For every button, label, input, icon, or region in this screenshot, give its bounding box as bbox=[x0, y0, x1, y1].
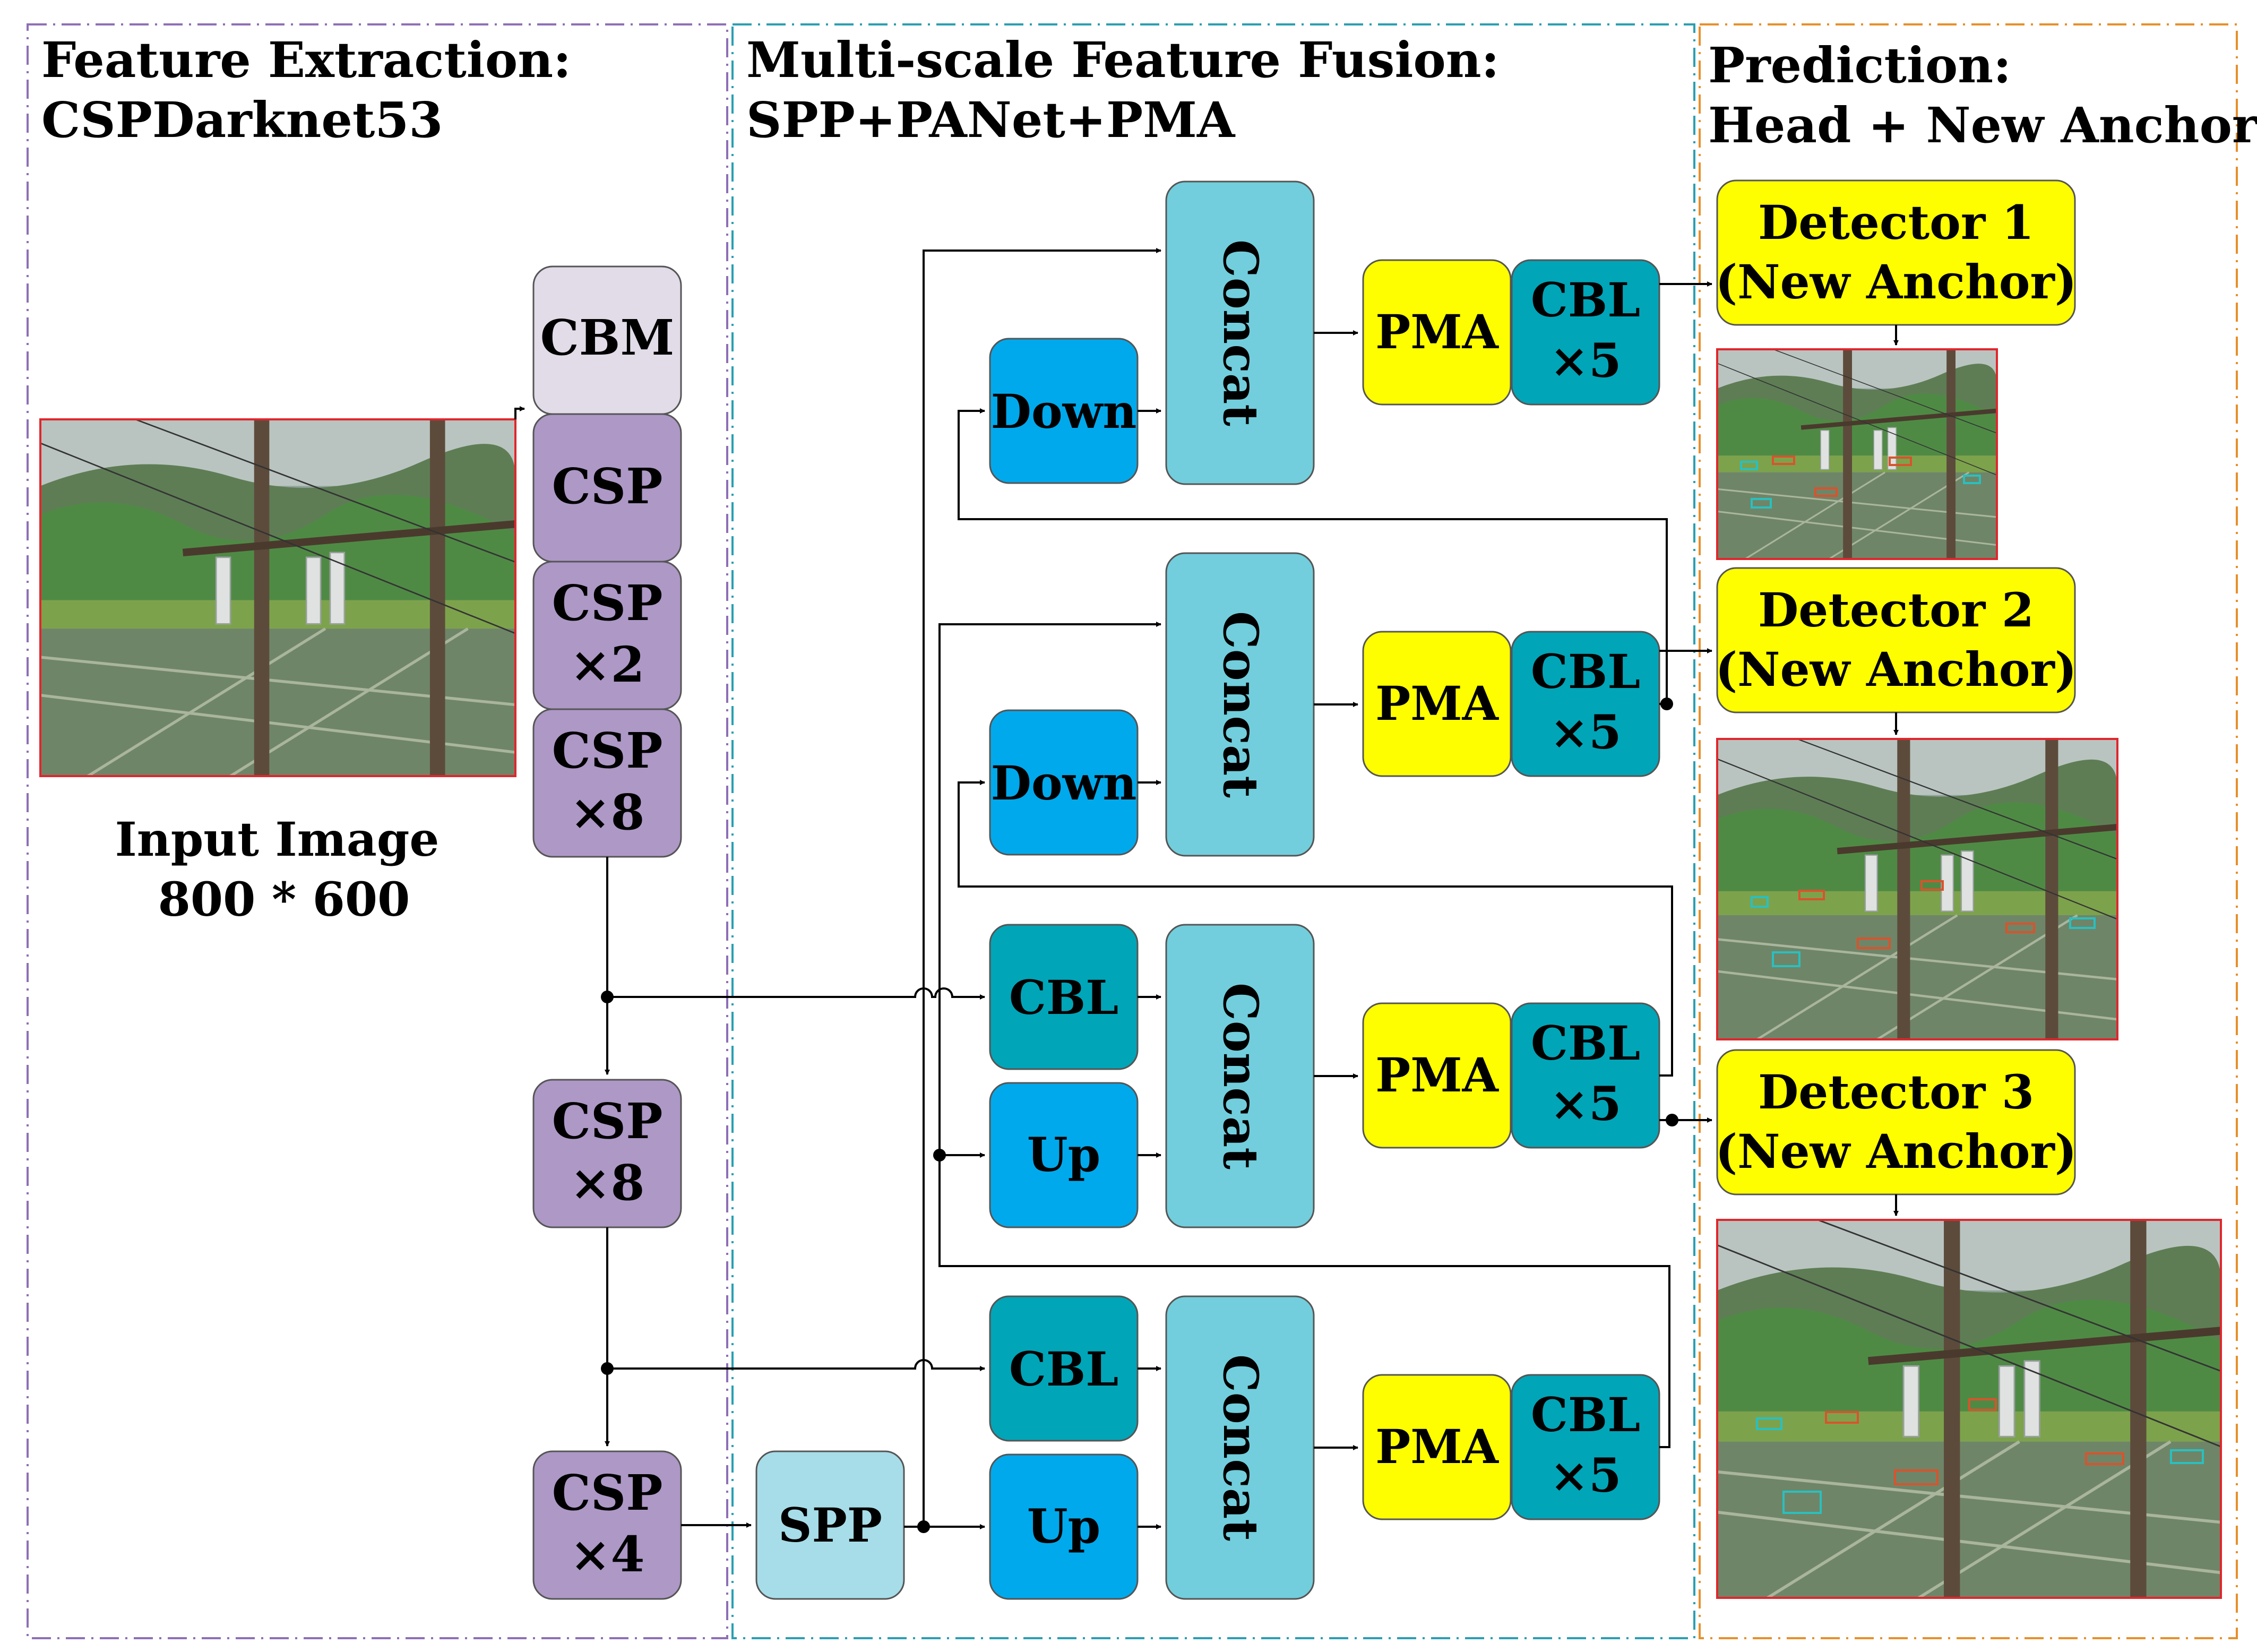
svg-text:×8: ×8 bbox=[570, 1154, 644, 1211]
input-image-size: 800 * 600 bbox=[158, 872, 410, 927]
svg-text:×5: ×5 bbox=[1550, 333, 1622, 388]
detector-3: Detector 3 (New Anchor) bbox=[1716, 1049, 2077, 1195]
csp-x2-block: CSP ×2 bbox=[532, 561, 682, 710]
svg-text:CSP: CSP bbox=[552, 1092, 663, 1150]
svg-text:×2: ×2 bbox=[570, 636, 644, 693]
svg-text:(New Anchor): (New Anchor) bbox=[1716, 642, 2077, 697]
detection-result-image-1 bbox=[1716, 348, 1998, 560]
svg-text:Down: Down bbox=[991, 755, 1137, 811]
feature-extraction-subtitle: CSPDarknet53 bbox=[41, 91, 443, 149]
svg-text:CBL: CBL bbox=[1531, 272, 1640, 328]
svg-text:Concat: Concat bbox=[1212, 1354, 1269, 1541]
csp-block: CSP bbox=[532, 413, 682, 563]
svg-text:Concat: Concat bbox=[1212, 983, 1269, 1169]
detection-result-image-3 bbox=[1716, 1219, 2222, 1599]
prediction-subtitle: Head + New Anchor bbox=[1708, 97, 2257, 154]
input-image-label: Input Image bbox=[115, 812, 440, 867]
fusion-title: Multi-scale Feature Fusion: bbox=[746, 31, 1500, 89]
svg-text:Up: Up bbox=[1027, 1127, 1100, 1182]
svg-text:SPP: SPP bbox=[778, 1498, 882, 1553]
pma-block-1: PMA bbox=[1362, 259, 1512, 406]
svg-text:Concat: Concat bbox=[1212, 239, 1269, 426]
detector-1: Detector 1 (New Anchor) bbox=[1716, 179, 2077, 326]
input-image bbox=[39, 418, 516, 777]
pma-block-4: PMA bbox=[1362, 1374, 1512, 1520]
svg-text:PMA: PMA bbox=[1375, 1047, 1500, 1103]
svg-text:Concat: Concat bbox=[1212, 611, 1269, 798]
svg-text:CBL: CBL bbox=[1009, 970, 1118, 1025]
concat-block-4: Concat bbox=[1165, 1295, 1315, 1600]
up-block-3: Up bbox=[989, 1082, 1139, 1228]
csp-x8-block-1: CSP ×8 bbox=[532, 708, 682, 858]
svg-text:×8: ×8 bbox=[570, 784, 644, 841]
csp-x8-block-2: CSP ×8 bbox=[532, 1079, 682, 1228]
cbl-block-3: CBL bbox=[989, 924, 1139, 1070]
cbl-x5-block-1: CBL ×5 bbox=[1511, 259, 1660, 406]
svg-text:CBM: CBM bbox=[540, 309, 675, 366]
feature-extraction-title: Feature Extraction: bbox=[41, 31, 571, 89]
cbl-x5-block-3: CBL ×5 bbox=[1511, 1002, 1660, 1149]
svg-text:Detector 2: Detector 2 bbox=[1758, 582, 2034, 638]
svg-text:CSP: CSP bbox=[552, 722, 663, 779]
svg-text:(New Anchor): (New Anchor) bbox=[1716, 1124, 2077, 1179]
svg-text:CBL: CBL bbox=[1531, 1387, 1640, 1442]
svg-text:PMA: PMA bbox=[1375, 304, 1500, 359]
junction-dots bbox=[601, 698, 1678, 1533]
cbl-x5-block-2: CBL ×5 bbox=[1511, 631, 1660, 777]
svg-text:CBL: CBL bbox=[1531, 644, 1640, 699]
svg-text:CSP: CSP bbox=[552, 458, 663, 515]
svg-text:Detector 1: Detector 1 bbox=[1758, 195, 2034, 250]
svg-text:Up: Up bbox=[1027, 1499, 1100, 1554]
detector-2: Detector 2 (New Anchor) bbox=[1716, 567, 2077, 713]
svg-text:Down: Down bbox=[991, 384, 1137, 439]
pma-block-3: PMA bbox=[1362, 1002, 1512, 1149]
cbl-x5-block-4: CBL ×5 bbox=[1511, 1374, 1660, 1520]
svg-text:CSP: CSP bbox=[552, 1464, 663, 1521]
pma-block-2: PMA bbox=[1362, 631, 1512, 777]
concat-block-3: Concat bbox=[1165, 924, 1315, 1228]
cbl-block-4: CBL bbox=[989, 1295, 1139, 1442]
cbm-block: CBM bbox=[532, 265, 682, 415]
svg-text:CBL: CBL bbox=[1531, 1016, 1640, 1071]
detection-result-image-2 bbox=[1716, 738, 2118, 1040]
backbone-frame bbox=[27, 23, 728, 1639]
svg-text:×5: ×5 bbox=[1550, 1448, 1622, 1503]
svg-text:×5: ×5 bbox=[1550, 1076, 1622, 1131]
svg-text:CBL: CBL bbox=[1009, 1341, 1118, 1397]
svg-text:PMA: PMA bbox=[1375, 676, 1500, 731]
prediction-title: Prediction: bbox=[1708, 37, 2011, 94]
concat-block-1: Concat bbox=[1165, 180, 1315, 485]
down-block-1: Down bbox=[989, 338, 1139, 484]
up-block-4: Up bbox=[989, 1453, 1139, 1600]
svg-text:Detector 3: Detector 3 bbox=[1758, 1064, 2034, 1120]
prediction-frame bbox=[1699, 23, 2238, 1639]
svg-text:×4: ×4 bbox=[570, 1526, 644, 1583]
svg-text:(New Anchor): (New Anchor) bbox=[1716, 254, 2077, 309]
concat-block-2: Concat bbox=[1165, 552, 1315, 857]
fusion-frame bbox=[731, 23, 1695, 1639]
down-block-2: Down bbox=[989, 709, 1139, 856]
fusion-subtitle: SPP+PANet+PMA bbox=[746, 91, 1236, 149]
svg-text:PMA: PMA bbox=[1375, 1419, 1500, 1474]
spp-block: SPP bbox=[755, 1450, 905, 1600]
svg-text:CSP: CSP bbox=[552, 574, 663, 632]
svg-text:×5: ×5 bbox=[1550, 704, 1622, 760]
csp-x4-block: CSP ×4 bbox=[532, 1450, 682, 1600]
connectors bbox=[514, 248, 1899, 1529]
